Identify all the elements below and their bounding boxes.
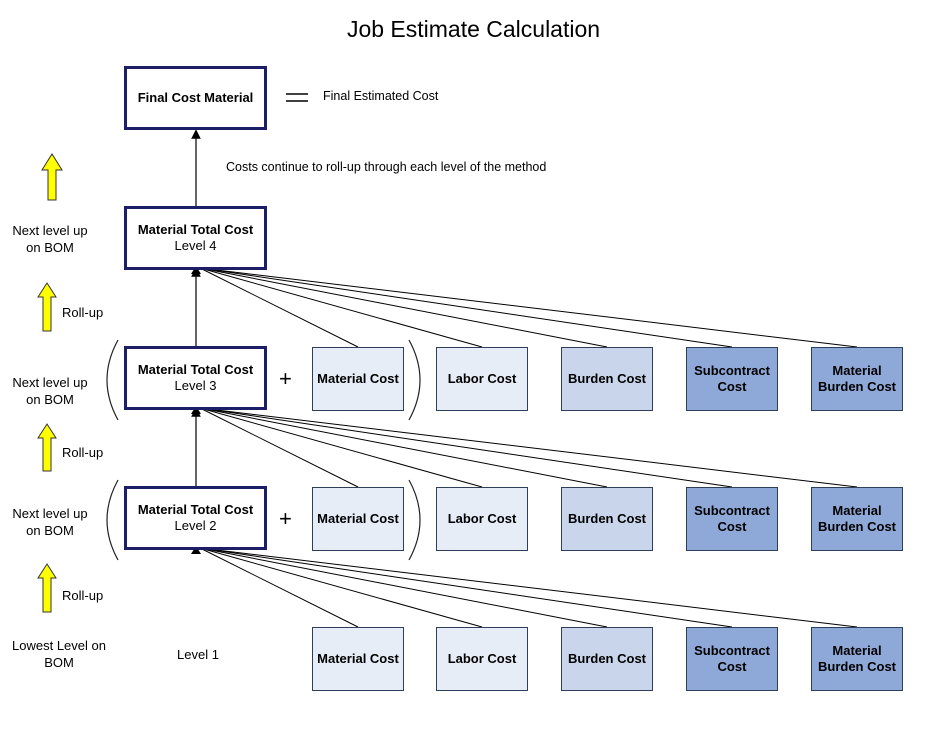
subcontract-cost-box: Subcontract Cost bbox=[686, 347, 778, 411]
final-cost-material-box: Final Cost Material bbox=[124, 66, 267, 130]
side-label-next-level: Next level up on BOM bbox=[12, 506, 88, 538]
rollup-note: Costs continue to roll-up through each l… bbox=[226, 160, 547, 174]
subcontract-cost-box: Subcontract Cost bbox=[686, 487, 778, 551]
fan-to-level-4 bbox=[199, 267, 858, 348]
burden-cost-box: Burden Cost bbox=[561, 627, 653, 691]
level-4-box: Material Total Cost Level 4 bbox=[124, 206, 267, 270]
material-burden-cost-box: Material Burden Cost bbox=[811, 627, 903, 691]
plus-sign: + bbox=[279, 506, 292, 531]
burden-cost-box: Burden Cost bbox=[561, 487, 653, 551]
material-cost-box: Material Cost bbox=[312, 487, 404, 551]
level-2-title: Material Total Cost bbox=[137, 502, 254, 517]
burden-cost-box: Burden Cost bbox=[561, 347, 653, 411]
level-2-box: Material Total Cost Level 2 bbox=[124, 486, 267, 550]
side-label-rollup: Roll-up bbox=[62, 445, 104, 460]
side-label-rollup: Roll-up bbox=[62, 305, 104, 320]
level-4-title: Material Total Cost bbox=[137, 222, 254, 237]
material-cost-box: Material Cost bbox=[312, 627, 404, 691]
material-burden-cost-box: Material Burden Cost bbox=[811, 347, 903, 411]
yellow-up-arrow-icon bbox=[37, 282, 57, 332]
labor-cost-box: Labor Cost bbox=[436, 627, 528, 691]
fan-to-level-3 bbox=[199, 407, 858, 488]
level-2-sub: Level 2 bbox=[174, 518, 217, 533]
material-burden-cost-box: Material Burden Cost bbox=[811, 487, 903, 551]
level-1-label: Level 1 bbox=[177, 647, 219, 662]
right-parenthesis bbox=[408, 339, 421, 421]
final-cost-label: Final Cost Material bbox=[137, 90, 254, 105]
page-title: Job Estimate Calculation bbox=[346, 16, 601, 42]
level-4-sub: Level 4 bbox=[174, 238, 217, 253]
side-label-lowest-level: Lowest Level on BOM bbox=[12, 638, 106, 670]
left-parenthesis bbox=[106, 339, 119, 421]
final-estimated-cost-label: Final Estimated Cost bbox=[323, 89, 439, 103]
plus-sign: + bbox=[279, 366, 292, 391]
side-label-rollup: Roll-up bbox=[62, 588, 104, 603]
yellow-up-arrow-icon bbox=[37, 423, 57, 472]
left-parenthesis bbox=[106, 479, 119, 561]
level-3-title: Material Total Cost bbox=[137, 362, 254, 377]
subcontract-cost-box: Subcontract Cost bbox=[686, 627, 778, 691]
side-label-next-level: Next level up on BOM bbox=[12, 375, 88, 407]
material-cost-box: Material Cost bbox=[312, 347, 404, 411]
yellow-up-arrow-icon bbox=[37, 563, 57, 613]
labor-cost-box: Labor Cost bbox=[436, 347, 528, 411]
level-3-sub: Level 3 bbox=[174, 378, 217, 393]
side-label-next-level: Next level up on BOM bbox=[12, 223, 88, 255]
equals-sign bbox=[286, 93, 308, 102]
level-3-box: Material Total Cost Level 3 bbox=[124, 346, 267, 410]
right-parenthesis bbox=[408, 479, 421, 561]
labor-cost-box: Labor Cost bbox=[436, 487, 528, 551]
fan-to-level-2 bbox=[199, 547, 858, 628]
yellow-up-arrow-icon bbox=[41, 153, 63, 201]
